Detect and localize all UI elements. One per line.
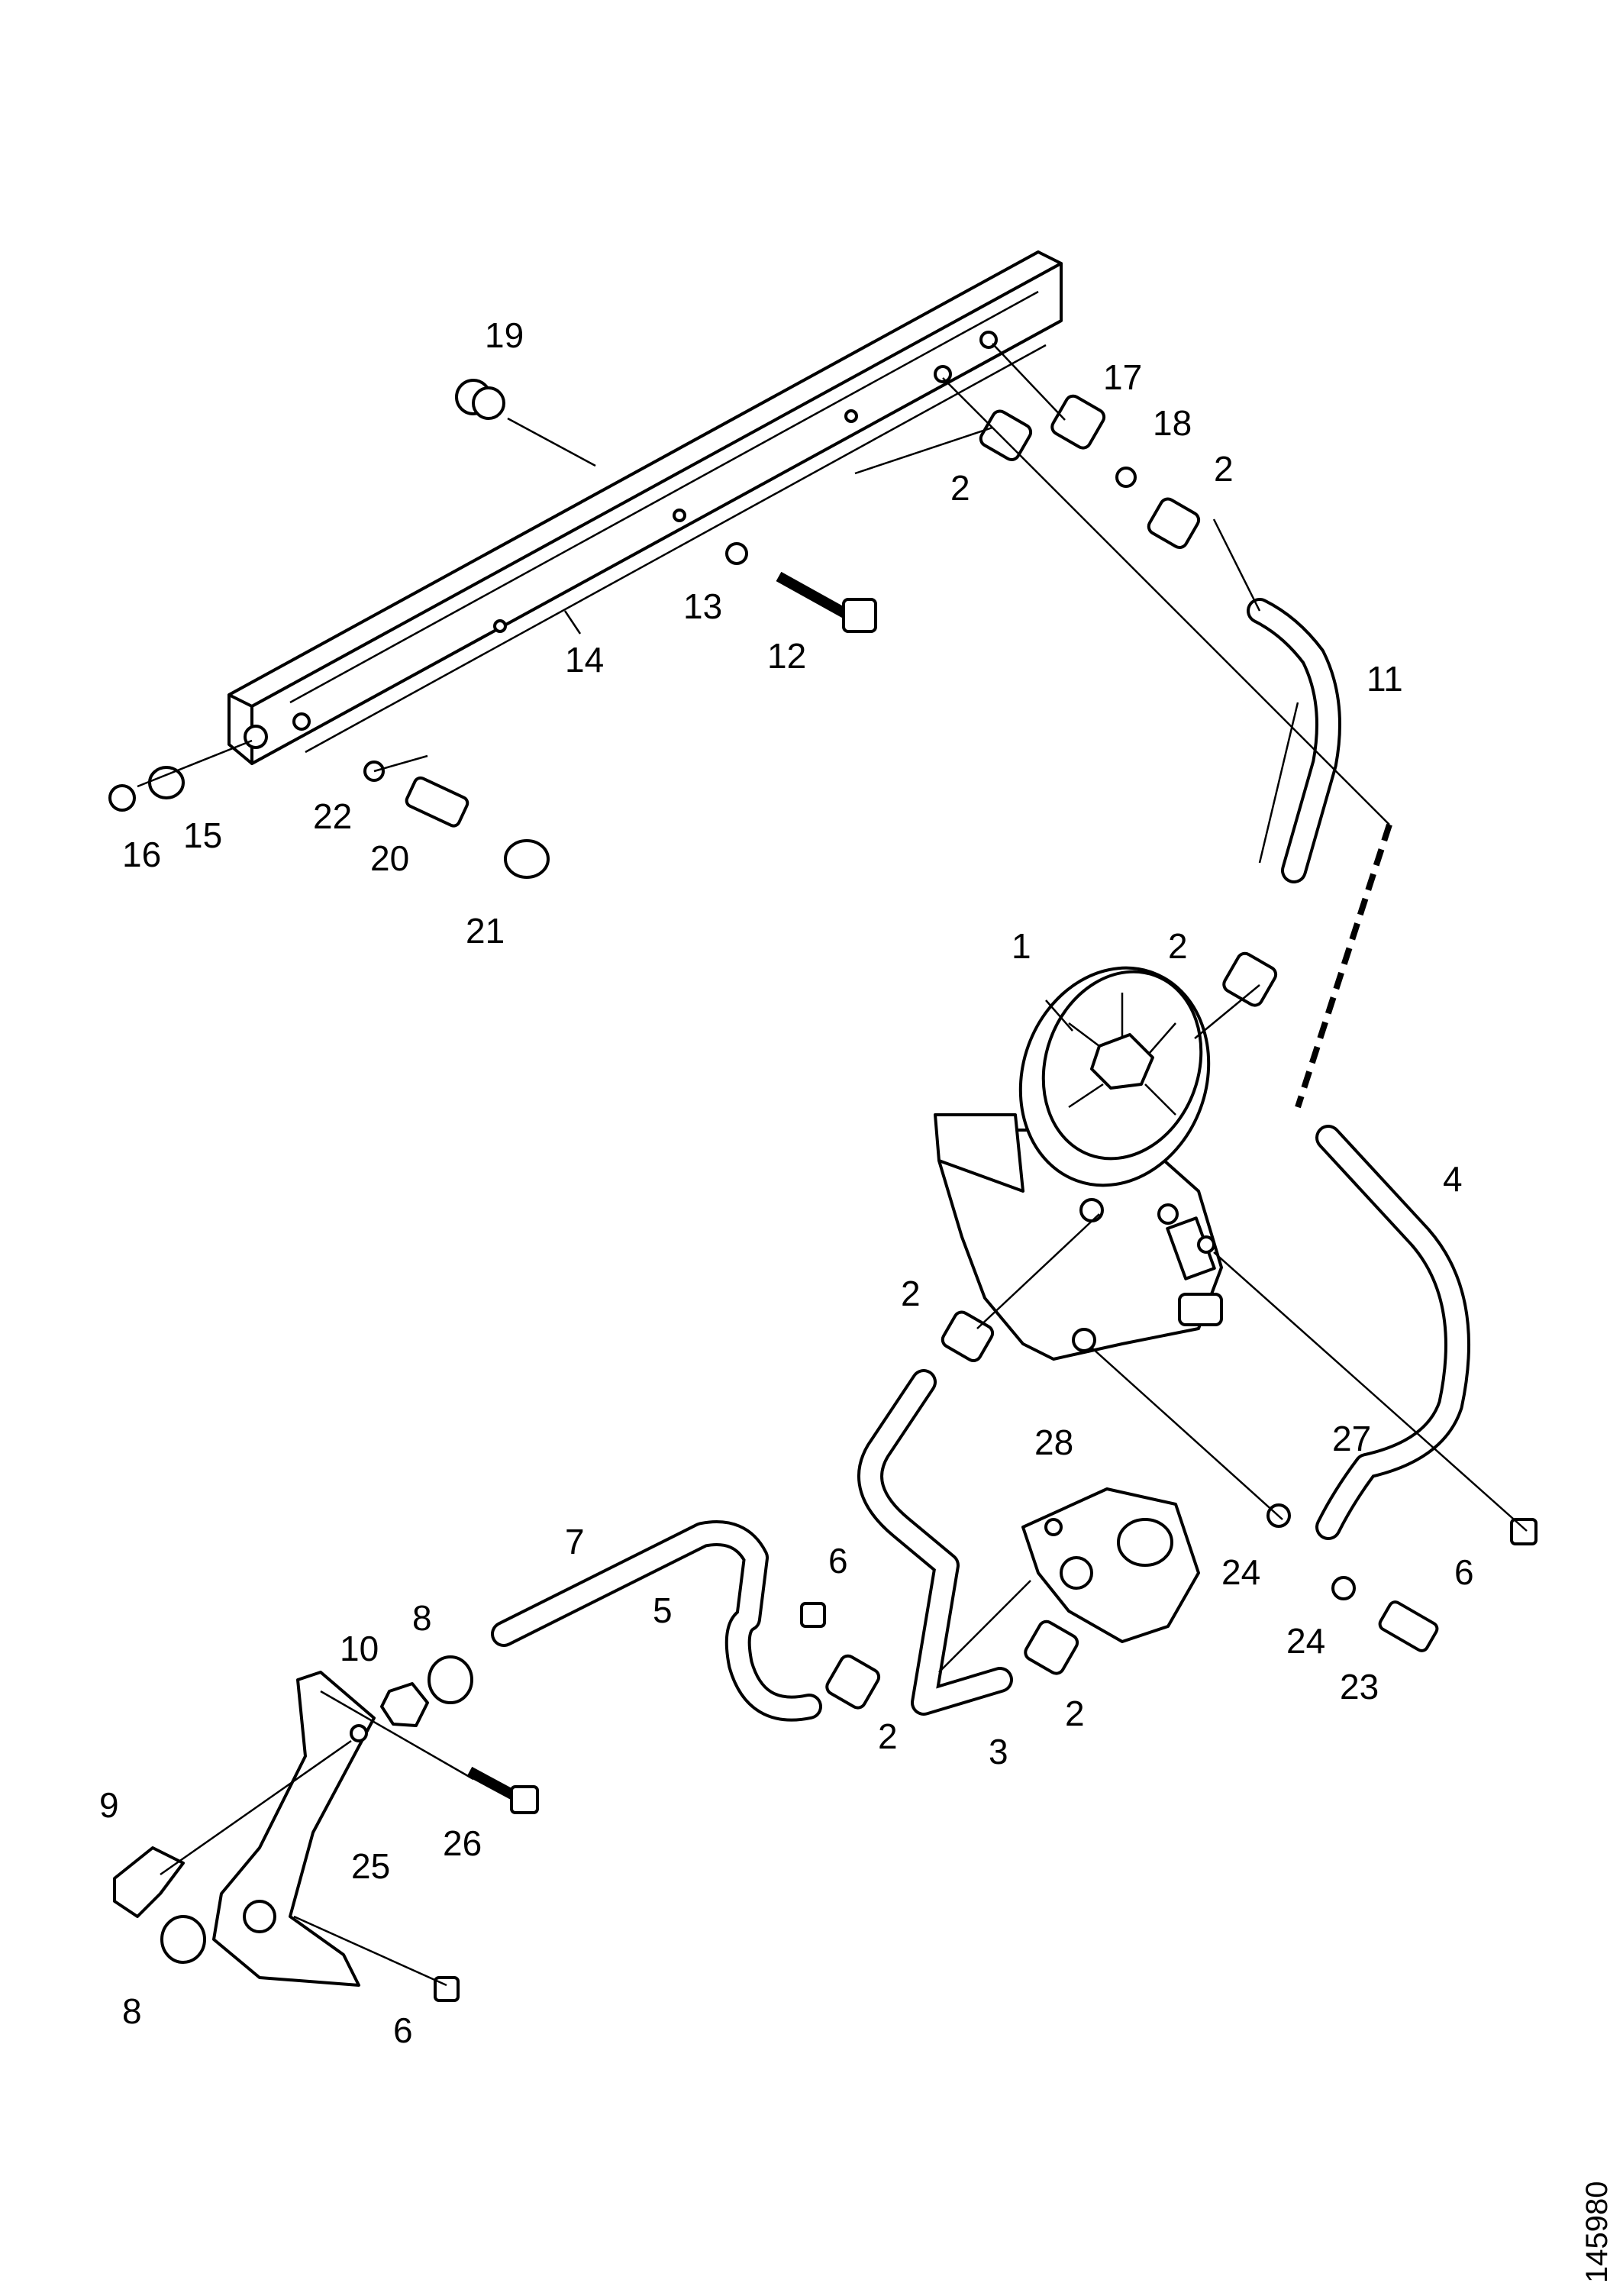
callout-3: 3: [989, 1732, 1008, 1771]
callout-9: 9: [99, 1785, 119, 1825]
callout-18: 18: [1153, 403, 1192, 443]
callout-20: 20: [370, 838, 409, 878]
callout-22: 22: [313, 796, 352, 836]
callout-2: 2: [950, 468, 970, 508]
callout-2: 2: [1214, 449, 1234, 489]
callout-4: 4: [1443, 1159, 1463, 1199]
callout-17: 17: [1103, 357, 1142, 397]
callout-27: 27: [1332, 1419, 1371, 1458]
fuel-filter-housing: [934, 966, 1223, 1361]
callout-11: 11: [1366, 659, 1403, 699]
callout-26: 26: [443, 1823, 482, 1863]
callout-6: 6: [393, 2010, 413, 2050]
callout-2: 2: [901, 1274, 921, 1313]
callout-21: 21: [466, 911, 505, 951]
leader-lines: [137, 343, 1528, 1987]
callout-12: 12: [767, 636, 806, 676]
callout-28: 28: [1034, 1422, 1073, 1462]
callout-5: 5: [653, 1590, 673, 1630]
figure-id: 145980: [1580, 2181, 1614, 2283]
hose-11: [1247, 598, 1341, 883]
callout-6: 6: [1454, 1552, 1474, 1592]
callout-2: 2: [878, 1716, 898, 1756]
callout-labels: 1 2 2 2 2 2 2 3 4 5 6 6 6 7 8 8 9 10 11 …: [99, 315, 1474, 2050]
hose-4: [1315, 1125, 1470, 1540]
callout-25: 25: [351, 1846, 390, 1886]
hose-7: [491, 1520, 822, 1722]
adapter-block: [1021, 1487, 1200, 1643]
callout-16: 16: [122, 835, 161, 874]
callout-2: 2: [1168, 926, 1188, 966]
mounting-bracket: [212, 1671, 376, 1987]
callout-8: 8: [412, 1598, 432, 1638]
callout-15: 15: [183, 815, 222, 855]
callout-10: 10: [340, 1629, 379, 1668]
callout-2: 2: [1065, 1694, 1085, 1733]
callout-1: 1: [1012, 926, 1031, 966]
callout-23: 23: [1340, 1667, 1379, 1707]
callout-24: 24: [1286, 1621, 1325, 1661]
callout-8: 8: [122, 1991, 142, 2031]
dashed-connection-line: [1295, 823, 1392, 1109]
fuel-rail: [227, 250, 1063, 765]
callout-13: 13: [683, 586, 722, 626]
callout-7: 7: [565, 1522, 585, 1561]
hose-3: [857, 1369, 1013, 1716]
callout-14: 14: [565, 640, 604, 680]
callout-19: 19: [485, 315, 524, 355]
callout-24: 24: [1221, 1552, 1260, 1592]
callout-6: 6: [828, 1541, 848, 1581]
